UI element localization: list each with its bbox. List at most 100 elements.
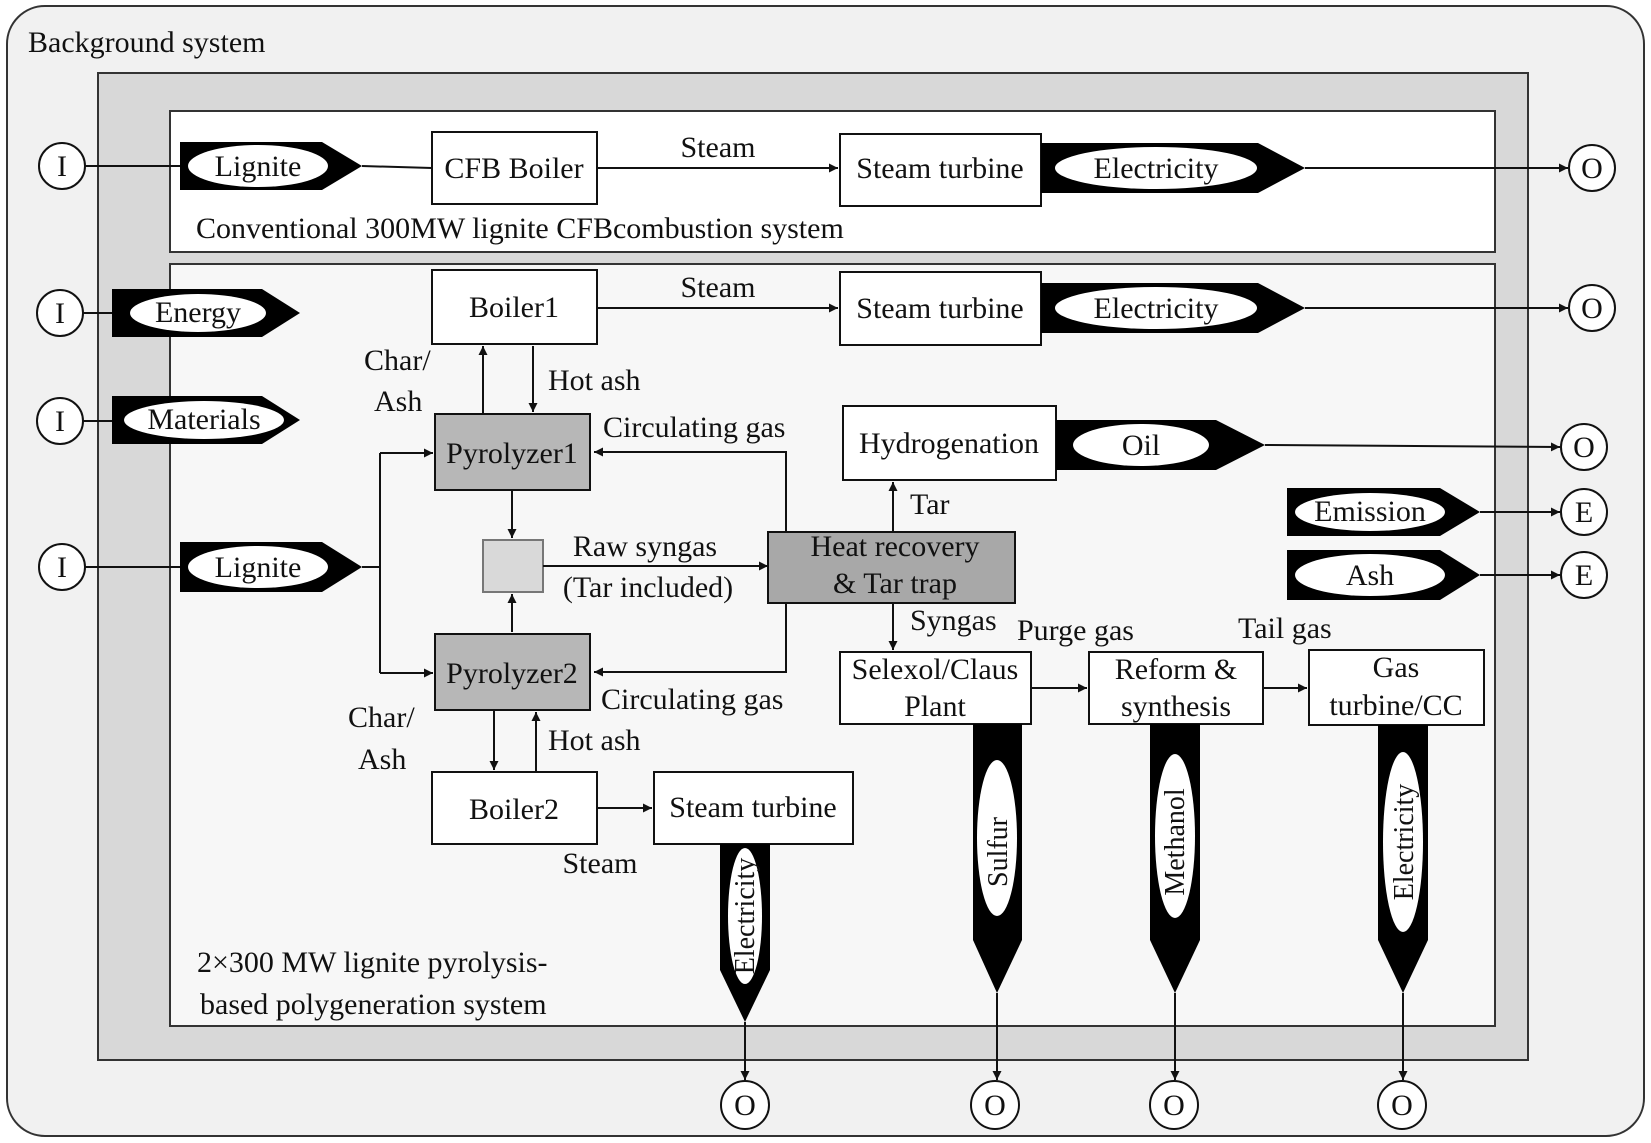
materials-stream-ellipse xyxy=(124,401,284,439)
ash-node-label: E xyxy=(1575,559,1593,592)
electricity-label-cc: Electricity xyxy=(1389,784,1420,901)
hot-ash-label-1: Hot ash xyxy=(548,364,641,397)
conventional-steam-label: Steam xyxy=(681,131,756,164)
output-node-electricity-cc-label: O xyxy=(1391,1089,1413,1122)
output-node-top xyxy=(1568,284,1616,332)
output-node-methanol xyxy=(1149,1080,1199,1130)
lignite-label-polygen: Lignite xyxy=(215,551,302,584)
circulating-gas-line-2 xyxy=(594,603,787,677)
output-node-methanol-label: O xyxy=(1163,1089,1185,1122)
pyrolyzer2-box xyxy=(434,633,591,711)
boiler1-label: Boiler1 xyxy=(469,291,559,324)
oil-output-line xyxy=(1264,442,1561,452)
materials-label: Materials xyxy=(147,403,260,436)
background-system-label: Background system xyxy=(28,26,265,59)
sulfur-stream-ellipse xyxy=(977,760,1017,916)
cfb-boiler-label: CFB Boiler xyxy=(444,152,583,185)
steam-label-bottom: Steam xyxy=(563,847,638,880)
heat-recovery-label-line1: Heat recovery xyxy=(810,530,979,563)
output-node-sulfur-label: O xyxy=(984,1089,1006,1122)
syngas-mixer-box xyxy=(482,539,544,593)
gas-turbine-label-line1: Gas xyxy=(1373,651,1420,684)
output-node-top-label: O xyxy=(1581,292,1603,325)
polygeneration-caption-line2: based polygeneration system xyxy=(200,988,547,1021)
energy-stream-ellipse xyxy=(130,294,266,332)
polygeneration-caption-line1: 2×300 MW lignite pyrolysis- xyxy=(197,946,548,979)
conventional-system-caption: Conventional 300MW lignite CFBcombustion… xyxy=(196,212,844,245)
polygeneration-system-panel xyxy=(169,263,1496,1027)
emission-node-label: E xyxy=(1575,496,1593,529)
pyrolyzer2-label: Pyrolyzer2 xyxy=(446,657,578,690)
boiler2-label: Boiler2 xyxy=(469,793,559,826)
output-node-sulfur xyxy=(970,1080,1020,1130)
input-node-energy-label: I xyxy=(55,297,65,330)
output-node-conventional-label: O xyxy=(1581,152,1603,185)
pyrolyzer1-box xyxy=(434,413,591,491)
emission-node xyxy=(1560,488,1608,536)
emission-label: Emission xyxy=(1314,495,1426,528)
selexol-claus-box xyxy=(839,651,1032,725)
methanol-stream-ellipse xyxy=(1155,754,1195,918)
gas-turbine-box xyxy=(1308,649,1485,726)
energy-label: Energy xyxy=(155,296,241,329)
reform-label-line1: Reform & xyxy=(1115,653,1237,686)
output-node-electricity-cc xyxy=(1377,1080,1427,1130)
char-ash-label-1a: Char/ xyxy=(364,344,431,377)
char-ash-label-2b: Ash xyxy=(358,743,406,776)
circulating-gas-label-2: Circulating gas xyxy=(601,683,783,716)
methanol-label: Methanol xyxy=(1160,788,1191,896)
boiler1-box xyxy=(431,269,598,345)
electricity-label-conventional: Electricity xyxy=(1094,152,1219,185)
steam-label-top: Steam xyxy=(681,271,756,304)
input-node-materials-label: I xyxy=(55,405,65,438)
heat-recovery-box xyxy=(767,531,1016,604)
electricity-stream-ellipse-conventional xyxy=(1055,147,1257,189)
raw-syngas-label-line2: (Tar included) xyxy=(563,571,733,604)
output-node-oil xyxy=(1560,423,1608,471)
steam-turbine-box-top xyxy=(839,271,1042,346)
steam-turbine-label-bottom: Steam turbine xyxy=(669,791,836,824)
ash-node xyxy=(1560,551,1608,599)
output-node-conventional xyxy=(1568,144,1616,192)
oil-stream-ellipse xyxy=(1073,424,1209,466)
boiler2-box xyxy=(431,771,598,845)
oil-label: Oil xyxy=(1122,429,1160,462)
heat-recovery-label-line2: & Tar trap xyxy=(833,567,957,600)
steam-turbine-box-bottom xyxy=(653,771,854,845)
lignite-to-cfb-line xyxy=(361,165,433,169)
gas-turbine-label-line2: turbine/CC xyxy=(1329,689,1462,722)
cfb-boiler-box xyxy=(431,131,598,205)
electricity-label-top: Electricity xyxy=(1094,292,1219,325)
tar-label: Tar xyxy=(910,488,950,521)
input-node-lignite-label: I xyxy=(57,551,67,584)
hydrogenation-label: Hydrogenation xyxy=(859,427,1039,460)
sulfur-label: Sulfur xyxy=(983,816,1014,887)
reform-label-line2: synthesis xyxy=(1121,690,1231,723)
electricity-stream-ellipse-top xyxy=(1055,287,1257,329)
lignite-stream-ellipse-conventional xyxy=(188,145,328,187)
output-node-oil-label: O xyxy=(1573,431,1595,464)
tail-gas-label: Tail gas xyxy=(1238,612,1332,645)
input-node-conventional-label: I xyxy=(57,150,67,183)
char-ash-label-1b: Ash xyxy=(374,385,422,418)
ash-out-label: Ash xyxy=(1346,559,1394,592)
pyrolyzer1-label: Pyrolyzer1 xyxy=(446,437,578,470)
electricity-stream-ellipse-bottom xyxy=(728,848,762,984)
purge-gas-label: Purge gas xyxy=(1017,614,1134,647)
output-node-electricity-bottom-label: O xyxy=(734,1089,756,1122)
electricity-stream-ellipse-cc xyxy=(1383,752,1423,932)
electricity-label-bottom: Electricity xyxy=(730,858,761,975)
output-node-electricity-bottom xyxy=(720,1080,770,1130)
circulating-gas-label-1: Circulating gas xyxy=(603,411,785,444)
steam-turbine-label-conventional: Steam turbine xyxy=(856,152,1023,185)
lignite-stream-ellipse-polygen xyxy=(188,546,328,588)
selexol-label-line2: Plant xyxy=(904,690,966,723)
steam-turbine-label-top: Steam turbine xyxy=(856,292,1023,325)
hot-ash-label-2: Hot ash xyxy=(548,724,641,757)
syngas-label: Syngas xyxy=(910,604,997,637)
raw-syngas-label-line1: Raw syngas xyxy=(573,530,717,563)
lignite-label-conventional: Lignite xyxy=(215,150,302,183)
emission-stream-ellipse xyxy=(1295,493,1445,531)
selexol-label-line1: Selexol/Claus xyxy=(852,653,1019,686)
